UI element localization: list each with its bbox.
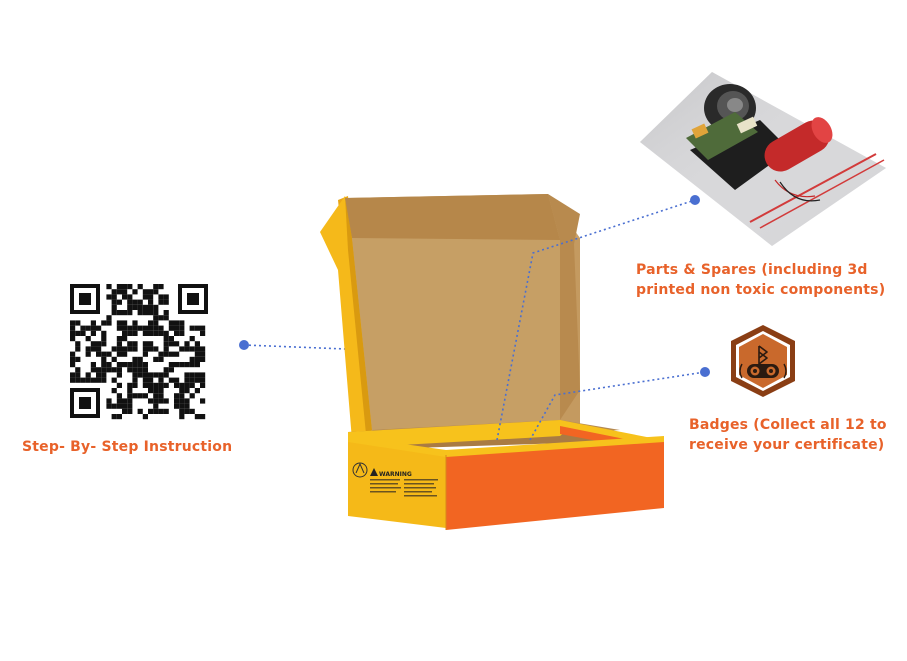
bluetooth-speaker-badge-icon	[731, 325, 795, 397]
qr-instruction-text: Step- By- Step Instruction	[22, 439, 233, 455]
warning-text: WARNING	[379, 471, 412, 478]
parts-connector-line	[496, 195, 700, 441]
parts-label-line2: printed non toxic components)	[636, 282, 886, 298]
badges-label-line1: Badges (Collect all 12 to	[689, 417, 887, 433]
parts-label-line1: Parts & Spares (including 3d	[636, 262, 868, 278]
qr-connector-line	[239, 340, 442, 441]
badges-label-line2: receive your certificate)	[689, 437, 885, 453]
parts-label: Parts & Spares (including 3d printed non…	[636, 260, 885, 300]
qr-code-icon	[68, 282, 208, 420]
box-warning-label: WARNING	[352, 462, 438, 497]
badges-label: Badges (Collect all 12 to receive your c…	[689, 415, 887, 455]
open-mailer-box: WARNING	[320, 194, 664, 530]
qr-instruction-label: Step- By- Step Instruction	[22, 437, 232, 457]
electronics-parts-photo	[640, 72, 886, 246]
badge-connector-line	[529, 367, 710, 441]
